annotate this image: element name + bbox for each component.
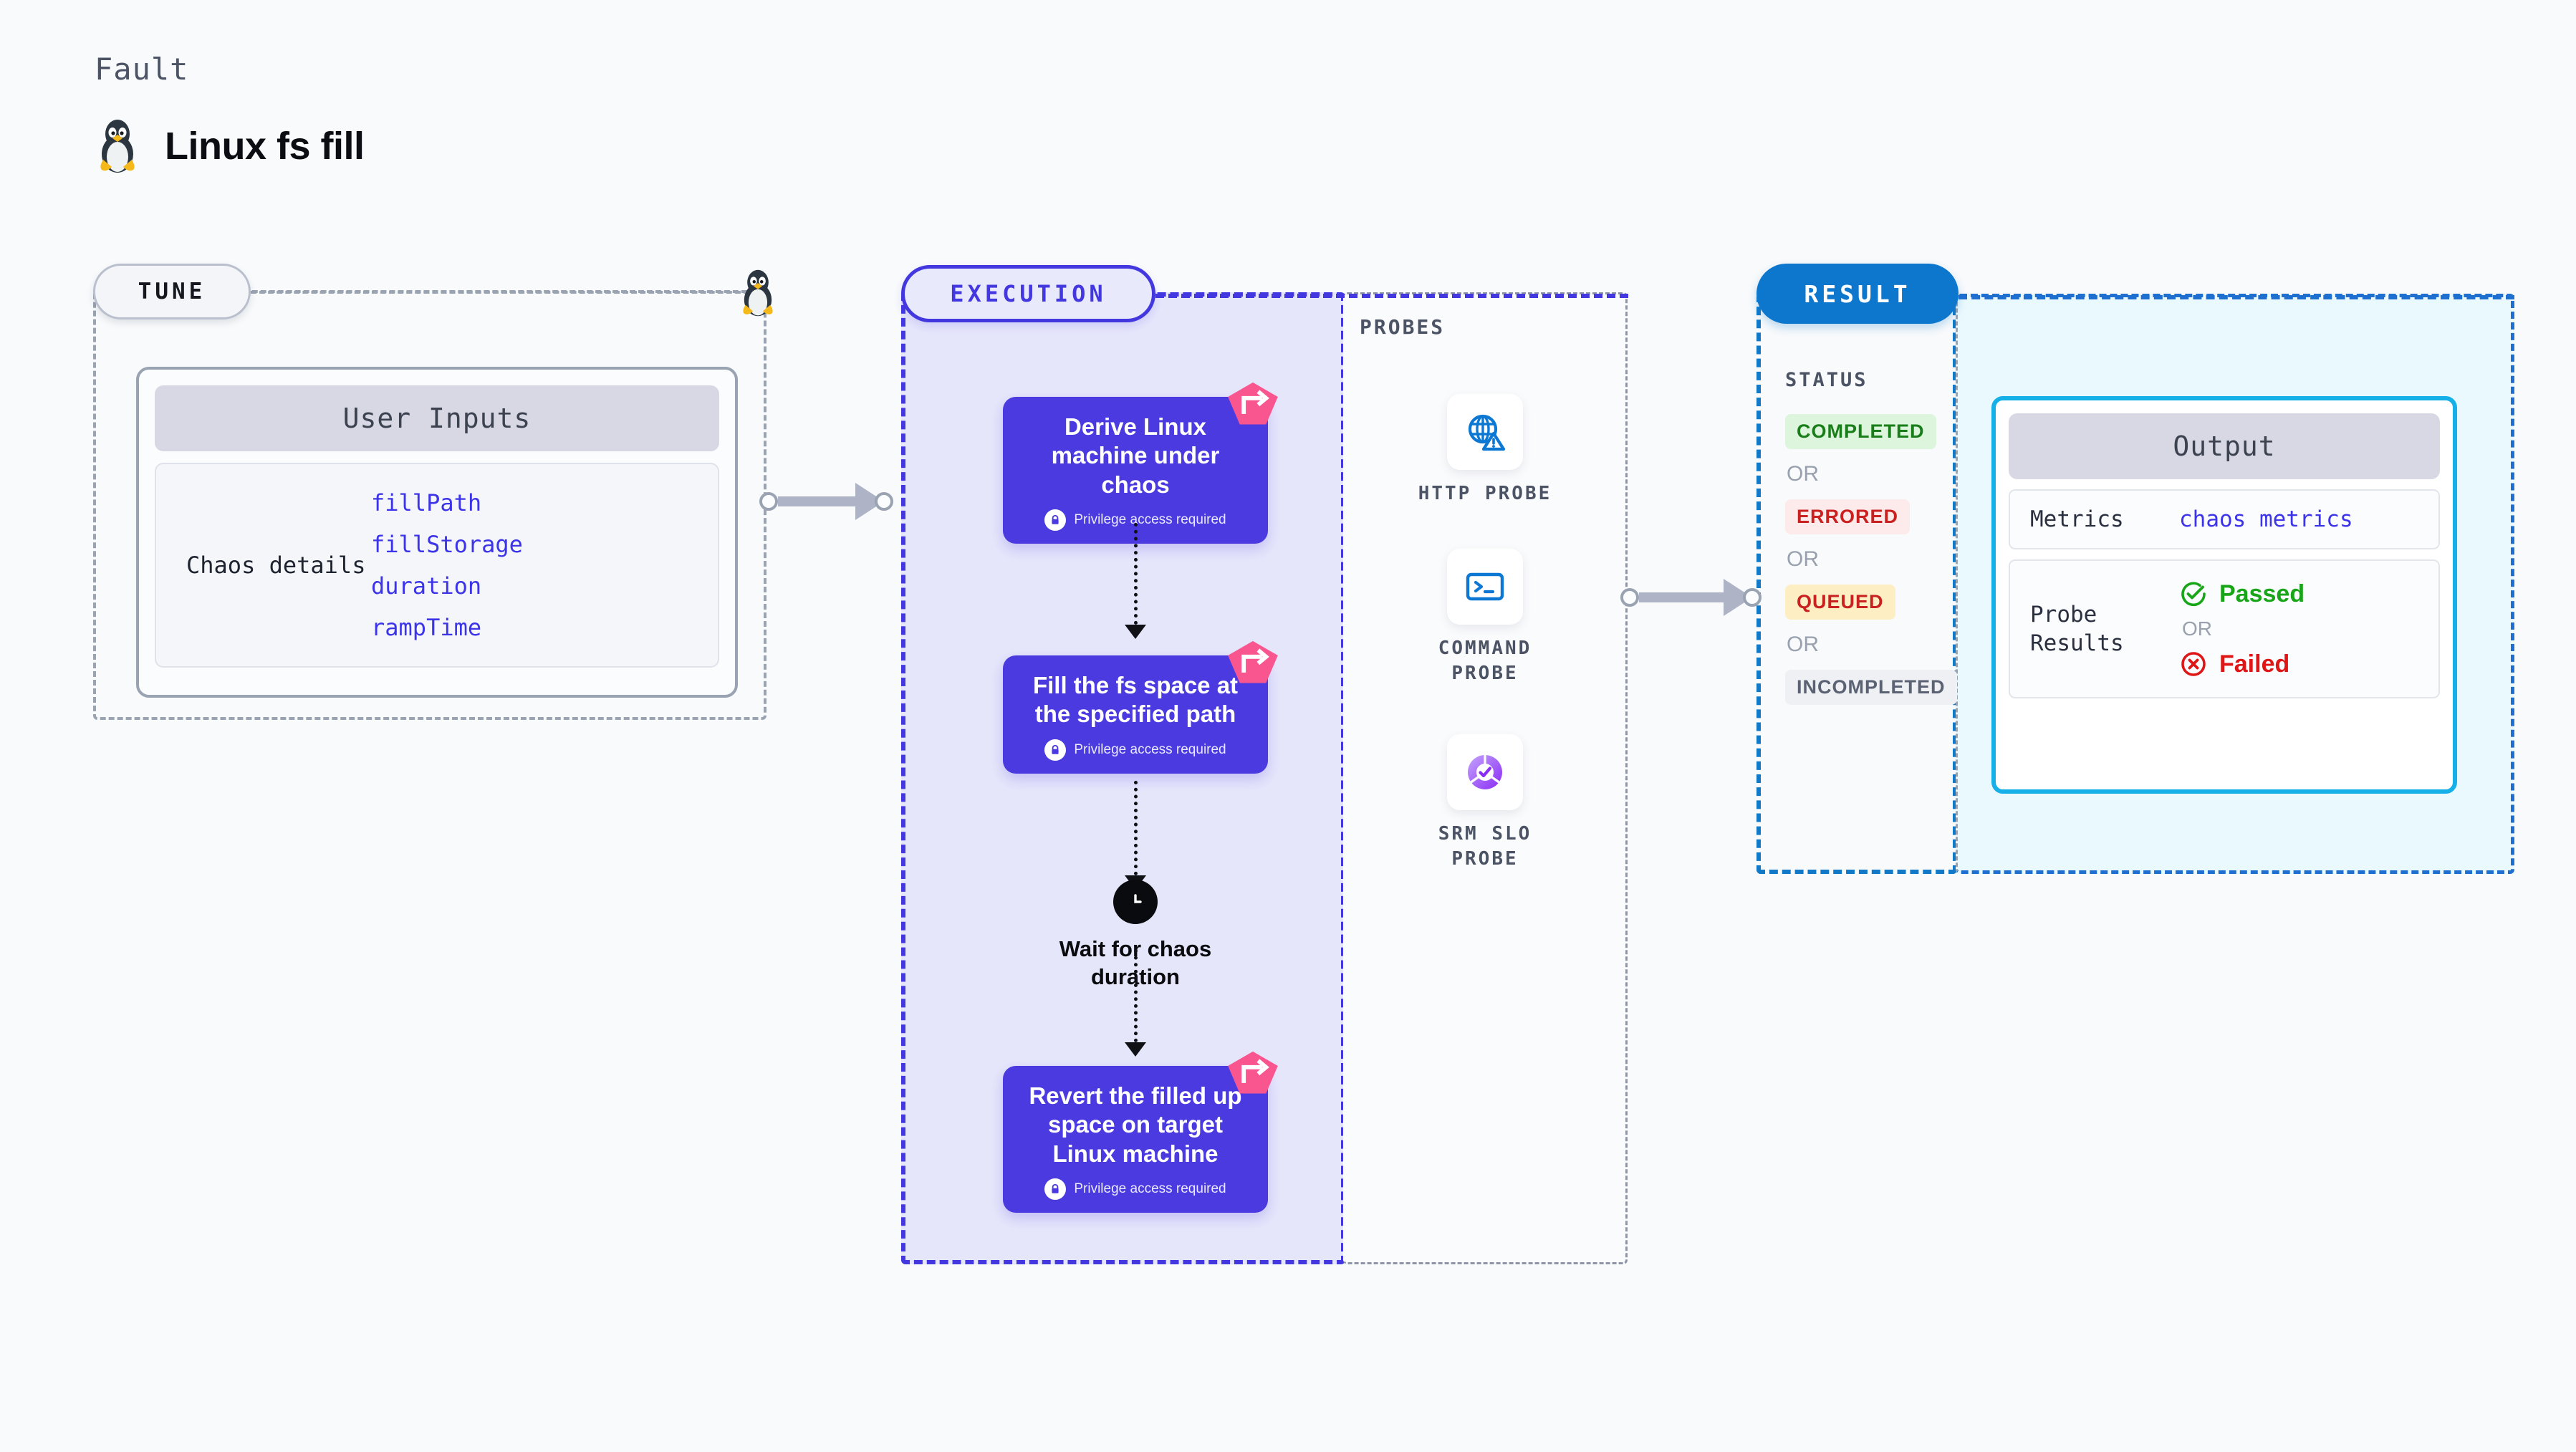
chaos-ribbon-icon	[1228, 382, 1278, 425]
lock-icon	[1044, 739, 1067, 761]
stage-pill-result[interactable]: RESULT	[1756, 264, 1959, 324]
terminal-icon	[1447, 549, 1523, 625]
step-connector	[1134, 949, 1138, 1042]
flow-end-dot	[1743, 588, 1762, 607]
probe-label: SRM SLO PROBE	[1438, 823, 1532, 870]
output-card-header: Output	[2009, 413, 2440, 479]
probe-item-srm-slo[interactable]: SRM SLO PROBE	[1399, 734, 1571, 872]
status-or-label: OR	[1787, 462, 1819, 486]
step-connector-arrowhead-icon	[1125, 625, 1146, 639]
stage-pill-execution[interactable]: EXECUTION	[901, 265, 1155, 322]
step-title: Revert the filled up space on target Lin…	[1029, 1082, 1242, 1167]
status-list: COMPLETED OR ERRORED OR QUEUED OR INCOMP…	[1785, 414, 1957, 705]
chaos-details-params: fillPath fillStorage duration rampTime	[371, 489, 523, 641]
clock-icon	[1113, 880, 1158, 924]
status-or-label: OR	[1787, 547, 1819, 571]
user-inputs-header: User Inputs	[155, 385, 719, 451]
param-fillpath[interactable]: fillPath	[371, 489, 482, 516]
chaos-ribbon-icon	[1228, 640, 1278, 683]
output-card: Output Metrics chaos metrics Probe Resul…	[1991, 396, 2457, 794]
probe-results-label: Probe Results	[2030, 602, 2124, 657]
step-title: Derive Linux machine under chaos	[1051, 413, 1220, 498]
status-section-label: STATUS	[1785, 369, 1868, 391]
probe-result-or-label: OR	[2182, 617, 2212, 640]
param-fillstorage[interactable]: fillStorage	[371, 531, 523, 558]
flow-arrow-tune-to-execution	[759, 483, 893, 520]
passed-label: Passed	[2219, 580, 2305, 607]
privilege-note-text: Privilege access required	[1074, 741, 1226, 757]
privilege-note: Privilege access required	[1014, 739, 1256, 761]
privilege-note-text: Privilege access required	[1074, 511, 1226, 527]
metrics-value[interactable]: chaos metrics	[2179, 506, 2353, 533]
execution-step-card[interactable]: Fill the fs space at the specified path …	[1003, 640, 1278, 774]
stage-pill-tune[interactable]: TUNE	[93, 264, 251, 319]
page-title: Linux fs fill	[95, 118, 365, 174]
probe-item-http[interactable]: HTTP PROBE	[1399, 394, 1571, 506]
param-duration[interactable]: duration	[371, 572, 482, 600]
chaos-details-row: Chaos details fillPath fillStorage durat…	[155, 463, 719, 668]
step-connector	[1134, 781, 1138, 875]
execution-step-card[interactable]: Derive Linux machine under chaos Privile…	[1003, 382, 1278, 544]
output-probe-results-row: Probe Results Passed OR Failed	[2009, 559, 2440, 699]
flow-bar	[1639, 592, 1725, 602]
tux-penguin-icon	[95, 118, 140, 174]
flow-start-dot	[1620, 588, 1639, 607]
privilege-note-text: Privilege access required	[1074, 1181, 1226, 1196]
probe-results-values: Passed OR Failed	[2179, 580, 2305, 678]
status-badge-errored: ERRORED	[1785, 499, 1911, 534]
probe-item-command[interactable]: COMMAND PROBE	[1399, 549, 1571, 686]
page-title-text: Linux fs fill	[165, 125, 365, 168]
probe-label: COMMAND PROBE	[1438, 638, 1532, 685]
probes-section-label: PROBES	[1360, 315, 1446, 339]
status-badge-queued: QUEUED	[1785, 585, 1895, 620]
status-or-label: OR	[1787, 633, 1819, 656]
lock-icon	[1044, 509, 1067, 531]
step-connector-arrowhead-icon	[1125, 1042, 1146, 1057]
param-ramptime[interactable]: rampTime	[371, 614, 482, 641]
flow-bar	[778, 496, 857, 506]
flow-end-dot	[875, 492, 893, 511]
fault-kicker-label: Fault	[95, 52, 189, 87]
chaos-ribbon-icon	[1228, 1051, 1278, 1094]
chaos-details-label: Chaos details	[186, 552, 366, 579]
execution-leader-line	[1155, 294, 1628, 298]
metrics-label: Metrics	[2030, 506, 2124, 532]
step-connector	[1134, 523, 1138, 625]
result-leader-line	[1959, 295, 2514, 299]
status-badge-completed: COMPLETED	[1785, 414, 1936, 449]
status-badge-incompleted: INCOMPLETED	[1785, 670, 1957, 705]
flow-start-dot	[759, 492, 778, 511]
flow-arrow-probes-to-result	[1620, 579, 1762, 616]
execution-step-card[interactable]: Revert the filled up space on target Lin…	[1003, 1051, 1278, 1213]
lock-icon	[1044, 1178, 1067, 1200]
probe-label: HTTP PROBE	[1418, 483, 1552, 504]
privilege-note: Privilege access required	[1014, 1178, 1256, 1200]
probe-result-failed: Failed	[2179, 650, 2305, 678]
tux-penguin-icon-edge	[738, 269, 778, 321]
x-circle-icon	[2181, 652, 2206, 677]
tune-leader-line	[251, 291, 758, 294]
step-title: Fill the fs space at the specified path	[1032, 672, 1239, 728]
check-circle-icon	[2181, 582, 2206, 607]
slo-donut-check-icon	[1447, 734, 1523, 810]
privilege-note: Privilege access required	[1014, 509, 1256, 531]
user-inputs-card: User Inputs Chaos details fillPath fillS…	[136, 367, 738, 698]
globe-warning-icon	[1447, 394, 1523, 470]
output-metrics-row: Metrics chaos metrics	[2009, 489, 2440, 550]
failed-label: Failed	[2219, 650, 2290, 678]
probe-result-passed: Passed	[2179, 580, 2305, 608]
